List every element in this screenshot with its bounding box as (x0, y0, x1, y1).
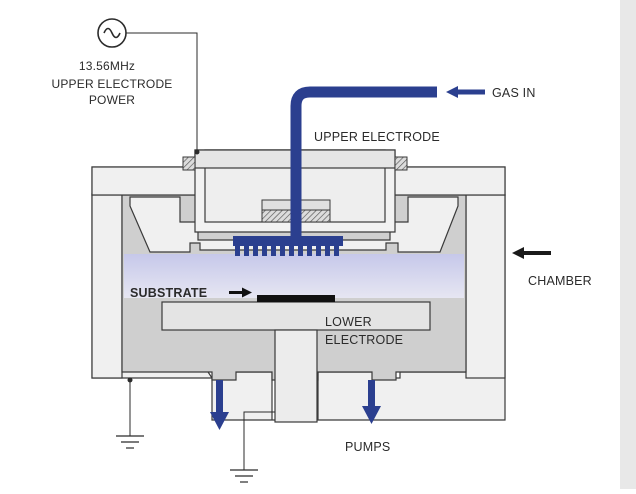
lower-electrode-stem (274, 329, 318, 423)
showerhead-nozzle (271, 246, 276, 256)
chamber-left-wall (91, 194, 123, 379)
showerhead (233, 236, 343, 246)
rf-connection-dot (194, 149, 200, 155)
showerhead-nozzle (244, 246, 249, 256)
power-label-line2: POWER (89, 93, 135, 107)
showerhead-nozzles (235, 246, 339, 256)
showerhead-nozzle (235, 246, 240, 256)
lower-electrode-line2: ELECTRODE (325, 333, 403, 347)
ground-dot-left (127, 377, 133, 383)
showerhead-nozzle (307, 246, 312, 256)
chamber-label: CHAMBER (528, 274, 592, 288)
gas-in-label: GAS IN (492, 86, 536, 100)
substrate (257, 295, 335, 302)
gas-pipe (290, 86, 437, 238)
showerhead-nozzle (298, 246, 303, 256)
plasma-region (124, 254, 464, 298)
ground-wire-lower (243, 411, 275, 470)
showerhead-nozzle (280, 246, 285, 256)
showerhead-nozzle (262, 246, 267, 256)
lower-electrode-plate (161, 301, 431, 331)
upper-electrode-label: UPPER ELECTRODE (314, 130, 440, 144)
showerhead-nozzle (334, 246, 339, 256)
ground-icon (116, 435, 144, 449)
sine-wave-icon (103, 27, 121, 39)
arrow-icon (446, 86, 485, 98)
showerhead-nozzle (253, 246, 258, 256)
frequency-label: 13.56MHz (79, 59, 135, 73)
ground-icon (230, 469, 258, 483)
arrow-icon (210, 380, 229, 430)
rf-power-wire (126, 32, 198, 152)
pumps-label: PUMPS (345, 440, 390, 454)
insulator-right (394, 156, 408, 171)
substrate-label: SUBSTRATE (130, 286, 207, 300)
arrow-icon (512, 247, 551, 259)
arrow-icon (362, 380, 381, 424)
insulator-left (182, 156, 196, 171)
chamber-right-wall (465, 194, 506, 379)
arrow-icon (229, 287, 252, 298)
page-edge-shadow (620, 0, 636, 489)
power-label-line1: UPPER ELECTRODE (51, 77, 172, 91)
showerhead-nozzle (289, 246, 294, 256)
showerhead-nozzle (316, 246, 321, 256)
showerhead-nozzle (325, 246, 330, 256)
lower-electrode-line1: LOWER (325, 315, 372, 329)
